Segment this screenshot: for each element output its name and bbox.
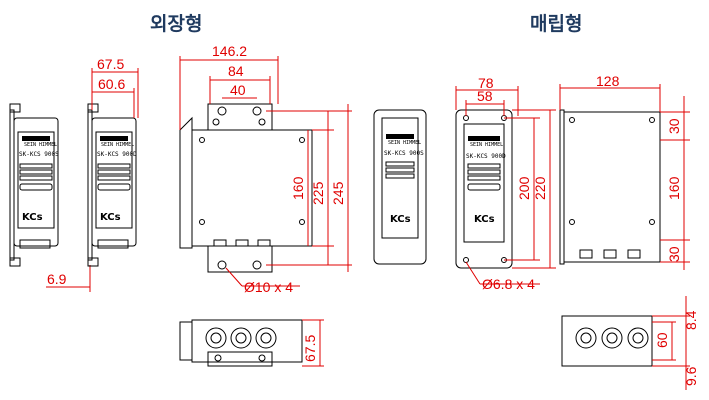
dim-side-depth: 67.5 60.6 bbox=[91, 56, 139, 118]
embedded-plate-view: SEIN HIMMEL SK-KCS 900S KCs bbox=[373, 109, 427, 265]
dim-mount-hole-external: Ø10 x 4 bbox=[225, 267, 300, 295]
front-model-label: SK-KCS 900D bbox=[97, 151, 137, 158]
embedded-kc-mark: KCs bbox=[474, 214, 495, 225]
svg-text:160: 160 bbox=[290, 176, 306, 200]
side-kc-mark: KCs bbox=[22, 212, 43, 223]
external-side-view: SEIN HIMMEL SK-KCS 900S KCs bbox=[9, 103, 59, 267]
external-side-view-2: SEIN HIMMEL SK-KCS 900D KCs bbox=[87, 103, 137, 267]
svg-text:67.5: 67.5 bbox=[97, 56, 124, 72]
svg-text:245: 245 bbox=[330, 181, 346, 205]
side-model-label: SK-KCS 900S bbox=[19, 151, 59, 158]
dim-embedded-front-heights: 200 220 bbox=[504, 109, 556, 269]
dim-mount-hole-embedded: Ø6.8 x 4 bbox=[465, 261, 540, 292]
svg-text:8.4: 8.4 bbox=[683, 310, 699, 330]
svg-text:30: 30 bbox=[666, 246, 682, 262]
title-embedded: 매립형 bbox=[530, 13, 582, 35]
svg-text:128: 128 bbox=[596, 73, 620, 89]
embedded-bottom-view bbox=[561, 315, 653, 367]
svg-text:30: 30 bbox=[666, 118, 682, 134]
svg-text:220: 220 bbox=[532, 176, 548, 200]
dim-embedded-bottom: 60 8.4 9.6 bbox=[652, 296, 699, 390]
plate-brand-label: SEIN HIMMEL bbox=[388, 140, 421, 146]
dim-bottom-depth: 67.5 bbox=[302, 319, 324, 367]
svg-text:40: 40 bbox=[230, 82, 246, 98]
plate-kc-mark: KCs bbox=[390, 214, 411, 225]
svg-text:9.6: 9.6 bbox=[683, 366, 699, 386]
svg-text:Ø6.8 x 4: Ø6.8 x 4 bbox=[482, 276, 535, 292]
svg-text:160: 160 bbox=[666, 176, 682, 200]
svg-text:60.6: 60.6 bbox=[98, 76, 125, 92]
svg-text:67.5: 67.5 bbox=[302, 335, 318, 362]
svg-text:60: 60 bbox=[654, 332, 670, 348]
embedded-front-view: SEIN HIMMEL SK-KCS 900D KCs bbox=[455, 109, 513, 269]
svg-text:84: 84 bbox=[228, 63, 244, 79]
svg-text:200: 200 bbox=[516, 176, 532, 200]
external-bottom-view bbox=[179, 319, 303, 367]
embedded-model-label: SK-KCS 900D bbox=[466, 153, 506, 160]
svg-text:Ø10 x 4: Ø10 x 4 bbox=[244, 279, 293, 295]
svg-text:78: 78 bbox=[478, 75, 494, 91]
side-brand-label: SEIN HIMMEL bbox=[24, 142, 57, 148]
dim-embedded-side-width: 128 bbox=[559, 73, 661, 112]
plate-model-label: SK-KCS 900S bbox=[384, 150, 424, 157]
dim-embedded-front-width: 78 58 bbox=[455, 75, 519, 116]
dim-front-heights: 160 225 245 bbox=[266, 104, 352, 272]
svg-text:225: 225 bbox=[310, 181, 326, 205]
dim-side-bracket: 6.9 bbox=[46, 265, 91, 292]
dim-embedded-side-heights: 30 160 30 bbox=[660, 96, 690, 270]
svg-text:6.9: 6.9 bbox=[47, 271, 67, 287]
svg-text:58: 58 bbox=[477, 88, 493, 104]
front-kc-mark: KCs bbox=[100, 212, 121, 223]
title-external: 외장형 bbox=[150, 13, 202, 35]
svg-text:146.2: 146.2 bbox=[212, 43, 247, 59]
front-brand-label: SEIN HIMMEL bbox=[101, 142, 134, 148]
external-front-view bbox=[179, 103, 313, 273]
embedded-brand-label: SEIN HIMMEL bbox=[470, 142, 503, 148]
dim-front-width: 146.2 84 40 bbox=[179, 43, 279, 130]
embedded-side-view bbox=[559, 109, 661, 265]
